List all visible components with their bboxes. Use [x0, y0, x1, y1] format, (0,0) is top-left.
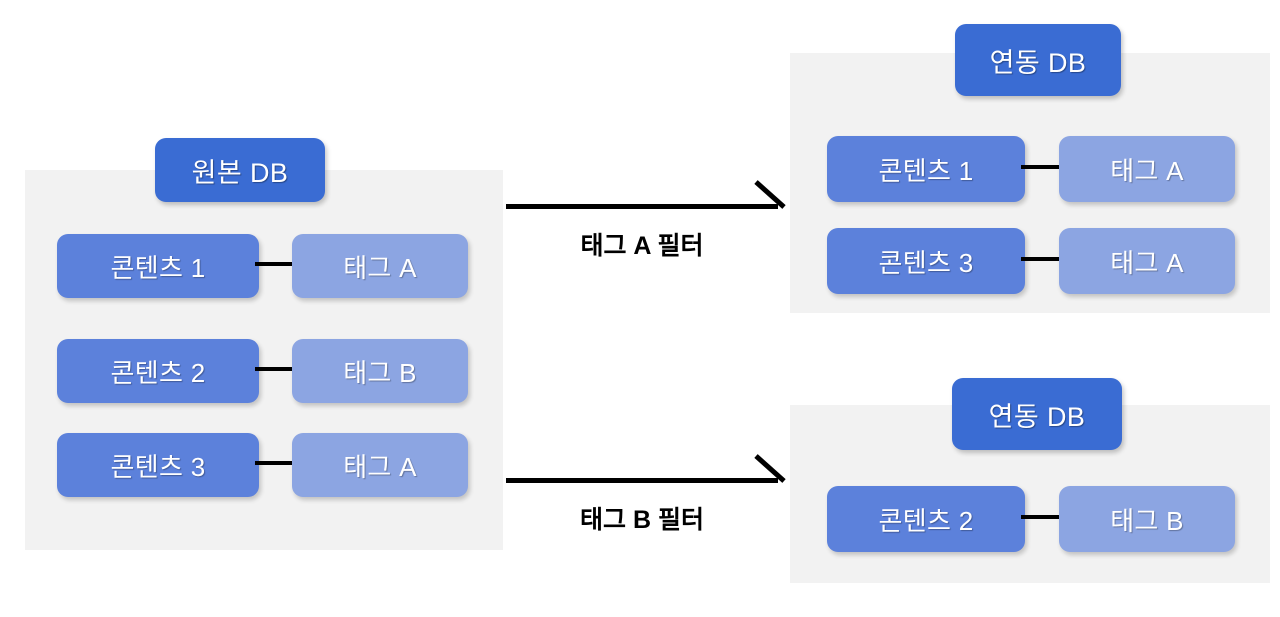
target-a-tag-box-2: 태그 A — [1059, 228, 1235, 294]
target-a-db-badge: 연동 DB — [955, 24, 1121, 96]
filter-arrow-label-tag-a: 태그 A 필터 — [580, 232, 704, 260]
target-a-content-box-2: 콘텐츠 3 — [827, 228, 1025, 294]
arrow-head-icon — [754, 180, 786, 209]
source-content-box-2: 콘텐츠 2 — [57, 339, 259, 403]
filter-arrow-tag-b: 태그 B 필터 — [506, 454, 786, 548]
target-b-content-box-1: 콘텐츠 2 — [827, 486, 1025, 552]
arrow-head-icon — [754, 454, 786, 483]
filter-arrow-label-tag-b: 태그 B 필터 — [580, 506, 704, 534]
arrow-shaft — [506, 204, 778, 209]
source-content-box-1: 콘텐츠 1 — [57, 234, 259, 298]
source-tag-box-3: 태그 A — [292, 433, 468, 497]
target-b-db-badge: 연동 DB — [952, 378, 1122, 450]
source-db-badge: 원본 DB — [155, 138, 325, 202]
target-a-content-box-1: 콘텐츠 1 — [827, 136, 1025, 202]
source-tag-box-1: 태그 A — [292, 234, 468, 298]
source-tag-box-2: 태그 B — [292, 339, 468, 403]
arrow-shaft — [506, 478, 778, 483]
filter-arrow-tag-a: 태그 A 필터 — [506, 180, 786, 274]
target-b-tag-box-1: 태그 B — [1059, 486, 1235, 552]
target-a-tag-box-1: 태그 A — [1059, 136, 1235, 202]
source-content-box-3: 콘텐츠 3 — [57, 433, 259, 497]
